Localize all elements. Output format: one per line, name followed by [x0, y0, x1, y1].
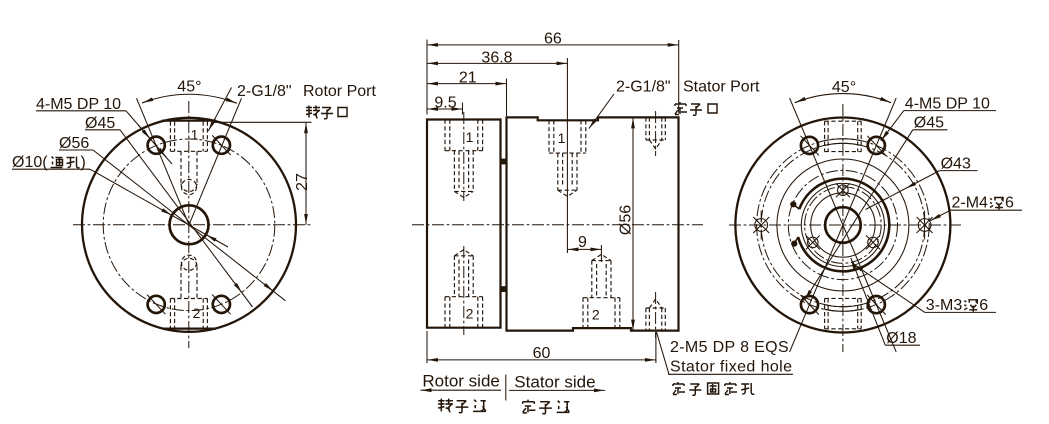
svg-text:66: 66	[544, 31, 562, 48]
svg-text:Ø43: Ø43	[941, 155, 971, 172]
svg-text:2-G1/8": 2-G1/8"	[237, 83, 292, 100]
svg-text:2-G1/8": 2-G1/8"	[616, 79, 671, 96]
svg-text:Ø56: Ø56	[59, 135, 89, 152]
svg-text:Rotor Port: Rotor Port	[303, 83, 376, 100]
svg-text:Ø10(: Ø10(	[12, 154, 48, 171]
svg-text:): )	[81, 154, 86, 171]
svg-text:45°: 45°	[177, 79, 201, 96]
svg-text:2-M5 DP 8 EQS: 2-M5 DP 8 EQS	[670, 339, 789, 356]
svg-text:36.8: 36.8	[481, 50, 512, 67]
svg-text:45°: 45°	[832, 79, 856, 96]
svg-text:3-M3: 3-M3	[926, 297, 963, 314]
svg-text:Ø45: Ø45	[85, 115, 115, 132]
svg-text:21: 21	[459, 70, 477, 87]
svg-text:2: 2	[193, 305, 201, 321]
svg-text:6: 6	[979, 297, 988, 314]
svg-text:27: 27	[294, 173, 311, 191]
svg-text:Ø56: Ø56	[618, 205, 635, 235]
svg-text:1: 1	[466, 129, 474, 145]
svg-text:Stator fixed hole: Stator fixed hole	[670, 359, 792, 376]
svg-text:60: 60	[533, 345, 551, 362]
svg-text:9: 9	[578, 234, 587, 251]
svg-text:2: 2	[466, 306, 474, 322]
svg-text:2-M4: 2-M4	[952, 195, 989, 212]
svg-text:9.5: 9.5	[434, 95, 456, 112]
svg-text:4-M5 DP 10: 4-M5 DP 10	[905, 95, 990, 112]
svg-text:1: 1	[191, 126, 199, 142]
svg-text:6: 6	[1005, 195, 1014, 212]
svg-text:Ø18: Ø18	[886, 330, 916, 347]
svg-text:Stator Port: Stator Port	[683, 79, 760, 96]
svg-text:4-M5 DP 10: 4-M5 DP 10	[36, 96, 121, 113]
svg-text:1: 1	[558, 130, 566, 146]
svg-text:Rotor side: Rotor side	[422, 372, 499, 391]
svg-text:Stator side: Stator side	[514, 372, 595, 391]
svg-text:2: 2	[592, 307, 600, 323]
svg-text:Ø45: Ø45	[914, 115, 944, 132]
